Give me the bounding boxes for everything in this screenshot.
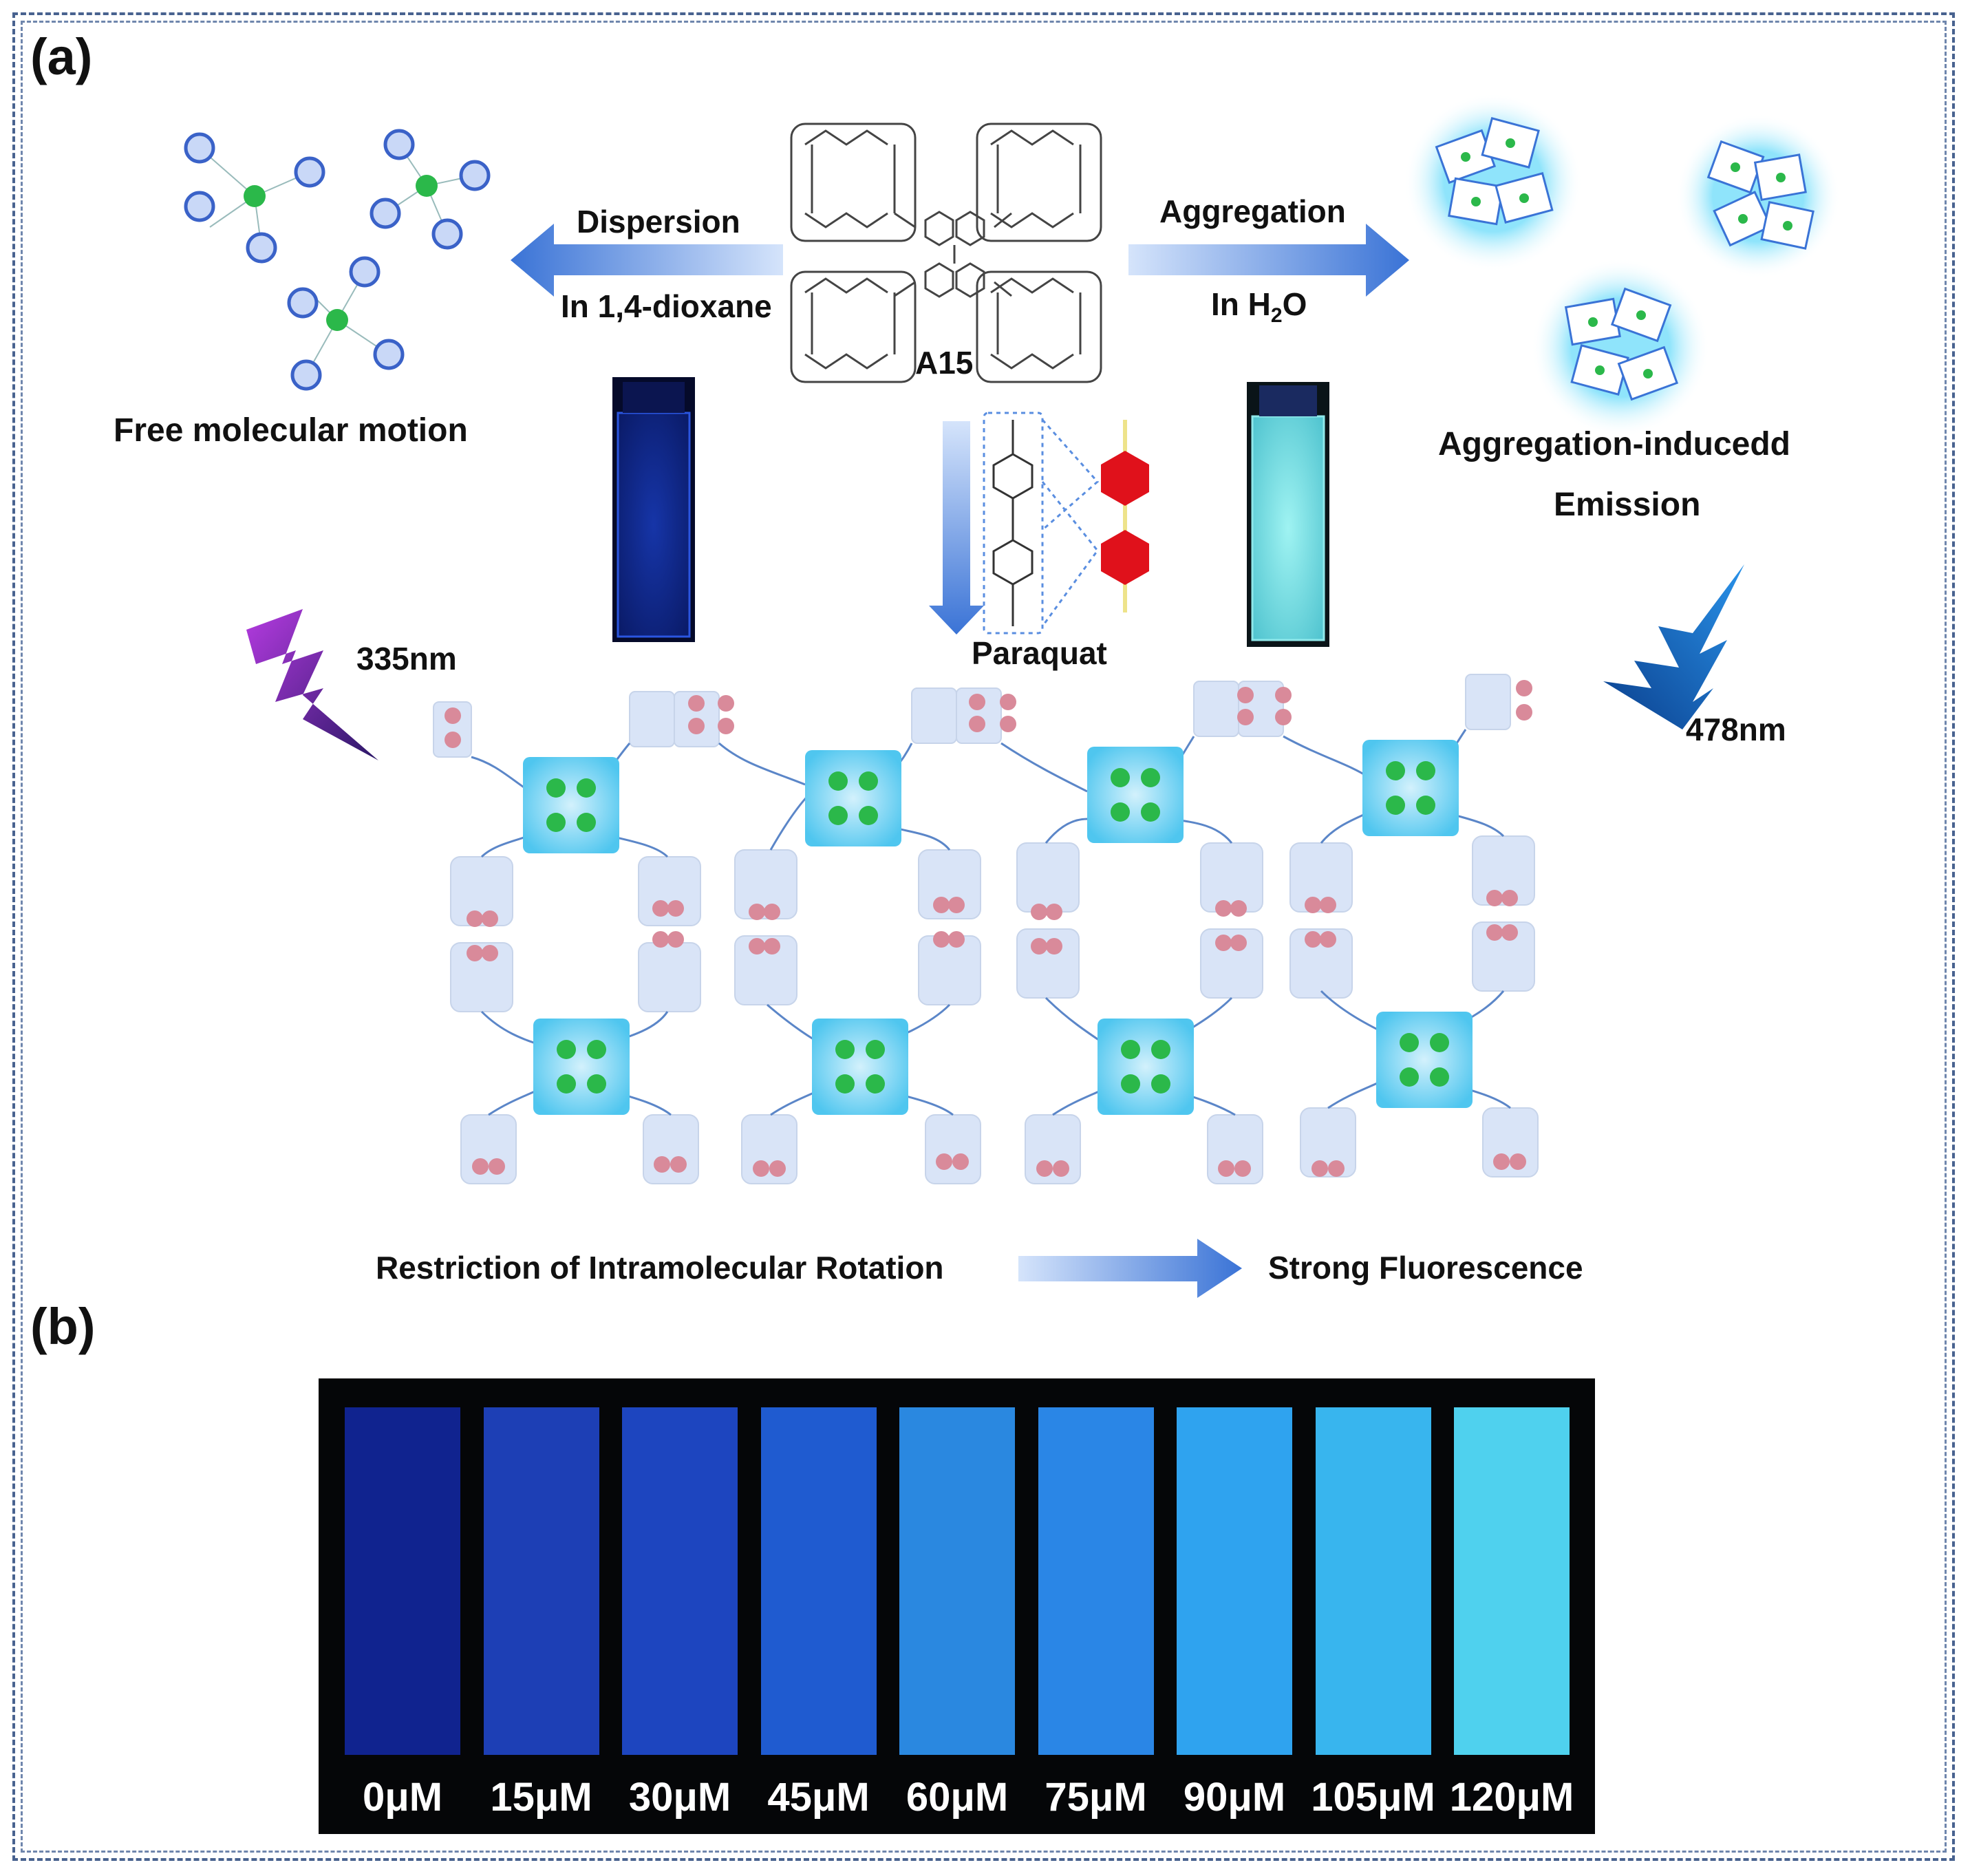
fluorescence-strip bbox=[1177, 1407, 1292, 1755]
fluorescence-strip bbox=[1454, 1407, 1570, 1755]
cuvette-water bbox=[1247, 382, 1329, 647]
fluorescence-strip bbox=[899, 1407, 1015, 1755]
concentration-label: 45μM bbox=[767, 1775, 870, 1820]
inner-dashed-border bbox=[21, 21, 1947, 1853]
paraquat-hexagons bbox=[1101, 420, 1149, 612]
a15-label: A15 bbox=[915, 345, 974, 381]
concentration-label: 75μM bbox=[1045, 1775, 1147, 1820]
paraquat-label: Paraquat bbox=[972, 635, 1107, 671]
fluorescence-strip bbox=[1315, 1407, 1431, 1755]
emission-lightning-icon bbox=[1603, 564, 1744, 729]
strong-fluorescence-label: Strong Fluorescence bbox=[1268, 1250, 1583, 1286]
a15-structure bbox=[790, 122, 1102, 383]
concentration-label: 105μM bbox=[1311, 1775, 1435, 1820]
outer-dashed-border bbox=[12, 12, 1955, 1861]
fluorescence-strip bbox=[622, 1407, 738, 1755]
excitation-lightning-icon bbox=[246, 609, 378, 760]
supramolecular-network bbox=[433, 674, 1539, 1184]
fluorescence-strip bbox=[760, 1407, 877, 1755]
fluorescence-arrow bbox=[1018, 1239, 1242, 1298]
panel-a-label: (a) bbox=[30, 28, 93, 85]
aggregation-label: Aggregation bbox=[1159, 193, 1346, 229]
cuvette-dioxane bbox=[612, 377, 695, 642]
aie-caption-line1: Aggregation-inducedd bbox=[1438, 426, 1790, 462]
free-motion-caption: Free molecular motion bbox=[114, 412, 468, 449]
concentration-label: 60μM bbox=[906, 1775, 1009, 1820]
concentration-label: 0μM bbox=[362, 1775, 443, 1820]
paraquat-structure bbox=[983, 412, 1100, 635]
concentration-label: 15μM bbox=[490, 1775, 592, 1820]
dispersion-arrow bbox=[511, 224, 783, 297]
dispersed-molecules bbox=[184, 129, 491, 391]
restriction-label: Restriction of Intramolecular Rotation bbox=[376, 1250, 944, 1286]
concentration-label: 120μM bbox=[1449, 1775, 1574, 1820]
emission-wavelength: 478nm bbox=[1686, 712, 1786, 747]
fluorescence-strip bbox=[1038, 1407, 1154, 1755]
aggregates bbox=[1404, 93, 1841, 437]
concentration-label: 90μM bbox=[1183, 1775, 1286, 1820]
aie-diagram bbox=[184, 93, 1841, 1298]
aie-caption-line2: Emission bbox=[1554, 487, 1701, 523]
panel-b-label: (b) bbox=[30, 1298, 96, 1355]
aggregation-arrow bbox=[1128, 224, 1409, 297]
dispersion-label: Dispersion bbox=[577, 204, 740, 239]
water-label: In H2O bbox=[1211, 286, 1307, 328]
fluorescence-strip-photo: 0μM 15μM 30μM 45μM 60μM 75μM 90μM 105μM 120μM bbox=[319, 1378, 1595, 1834]
fluorescence-strip bbox=[483, 1407, 599, 1755]
dioxane-label: In 1,4-dioxane bbox=[561, 288, 772, 324]
down-arrow bbox=[929, 421, 984, 635]
fluorescence-strip bbox=[345, 1407, 460, 1755]
excitation-wavelength: 335nm bbox=[356, 641, 457, 676]
concentration-label: 30μM bbox=[628, 1775, 731, 1820]
